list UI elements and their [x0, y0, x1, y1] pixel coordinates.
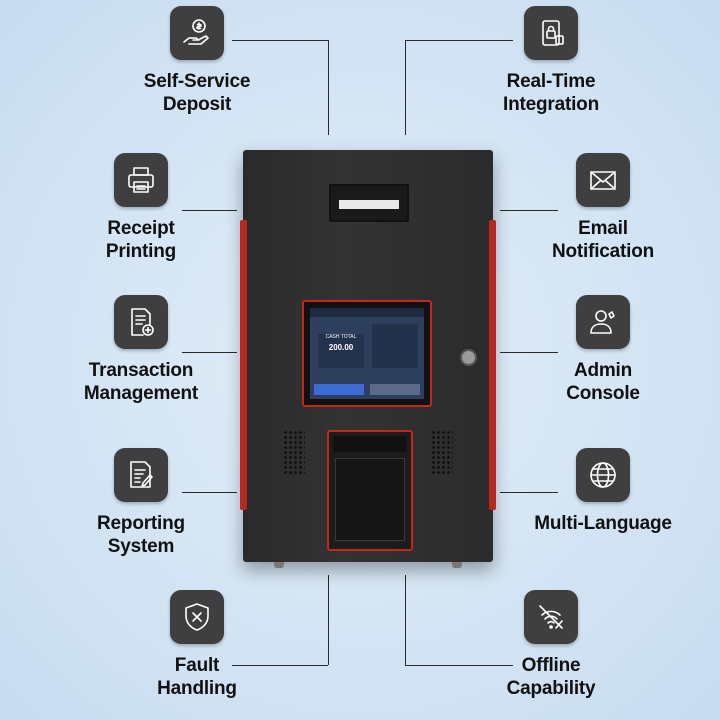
- speaker-grille-right: [431, 430, 453, 474]
- shield-x-icon: [170, 590, 224, 644]
- touch-screen: CASH TOTAL 200.00: [302, 300, 432, 407]
- connector-line: [500, 352, 558, 353]
- connector-line: [405, 575, 406, 665]
- feature-multi-language: Multi-Language: [518, 448, 688, 535]
- feature-label: Fault: [174, 655, 220, 676]
- connector-line: [232, 665, 328, 666]
- speaker-grille-left: [283, 430, 305, 474]
- feature-label: Deposit: [162, 94, 232, 115]
- feature-label: Reporting: [97, 513, 185, 534]
- connector-line: [328, 575, 329, 665]
- document-plus-icon: [114, 295, 168, 349]
- envelope-icon: [576, 153, 630, 207]
- feature-label: Handling: [157, 678, 237, 699]
- feature-label: System: [107, 536, 175, 557]
- dollar-hand-icon: [170, 6, 224, 60]
- printer-icon: [114, 153, 168, 207]
- kiosk-foot: [274, 562, 284, 568]
- feature-label: Management: [83, 383, 199, 404]
- screen-button-left: [314, 384, 364, 395]
- feature-label: Transaction: [88, 360, 194, 381]
- cash-total-value: 200.00: [328, 343, 354, 352]
- feature-label: Console: [566, 383, 640, 404]
- feature-label: Capability: [506, 678, 596, 699]
- kiosk-foot: [452, 562, 462, 568]
- connector-line: [500, 492, 558, 493]
- report-pen-icon: [114, 448, 168, 502]
- secure-phone-icon: [524, 6, 578, 60]
- feature-label: Notification: [551, 241, 655, 262]
- screen-list: [372, 324, 418, 368]
- connector-line: [500, 210, 558, 211]
- kiosk-machine: CASH TOTAL 200.00: [240, 150, 496, 562]
- bill-slot: [329, 184, 409, 222]
- offline-no-signal-icon: [524, 590, 578, 644]
- connector-line: [328, 40, 329, 135]
- connector-line: [405, 40, 513, 41]
- cash-total-panel: CASH TOTAL 200.00: [318, 334, 364, 368]
- receipt-printer: [327, 430, 413, 551]
- connector-line: [405, 665, 513, 666]
- lock-icon: [460, 349, 477, 366]
- connector-line: [182, 352, 237, 353]
- feature-label: Integration: [503, 94, 599, 115]
- globe-icon: [576, 448, 630, 502]
- feature-label: Real-Time: [506, 71, 596, 92]
- screen-button-right: [370, 384, 420, 395]
- feature-label: Email: [578, 218, 628, 239]
- feature-label: Self-Service: [143, 71, 251, 92]
- feature-label: Admin: [573, 360, 633, 381]
- cash-total-label: CASH TOTAL: [325, 334, 357, 340]
- kiosk-red-trim-left: [240, 220, 247, 510]
- connector-line: [182, 210, 237, 211]
- admin-user-icon: [576, 295, 630, 349]
- feature-label: Receipt: [107, 218, 175, 239]
- kiosk-red-trim-right: [489, 220, 496, 510]
- feature-label: Multi-Language: [534, 513, 672, 534]
- feature-label: Offline: [521, 655, 581, 676]
- connector-line: [232, 40, 328, 41]
- connector-line: [182, 492, 237, 493]
- feature-label: Printing: [105, 241, 177, 262]
- connector-line: [405, 40, 406, 135]
